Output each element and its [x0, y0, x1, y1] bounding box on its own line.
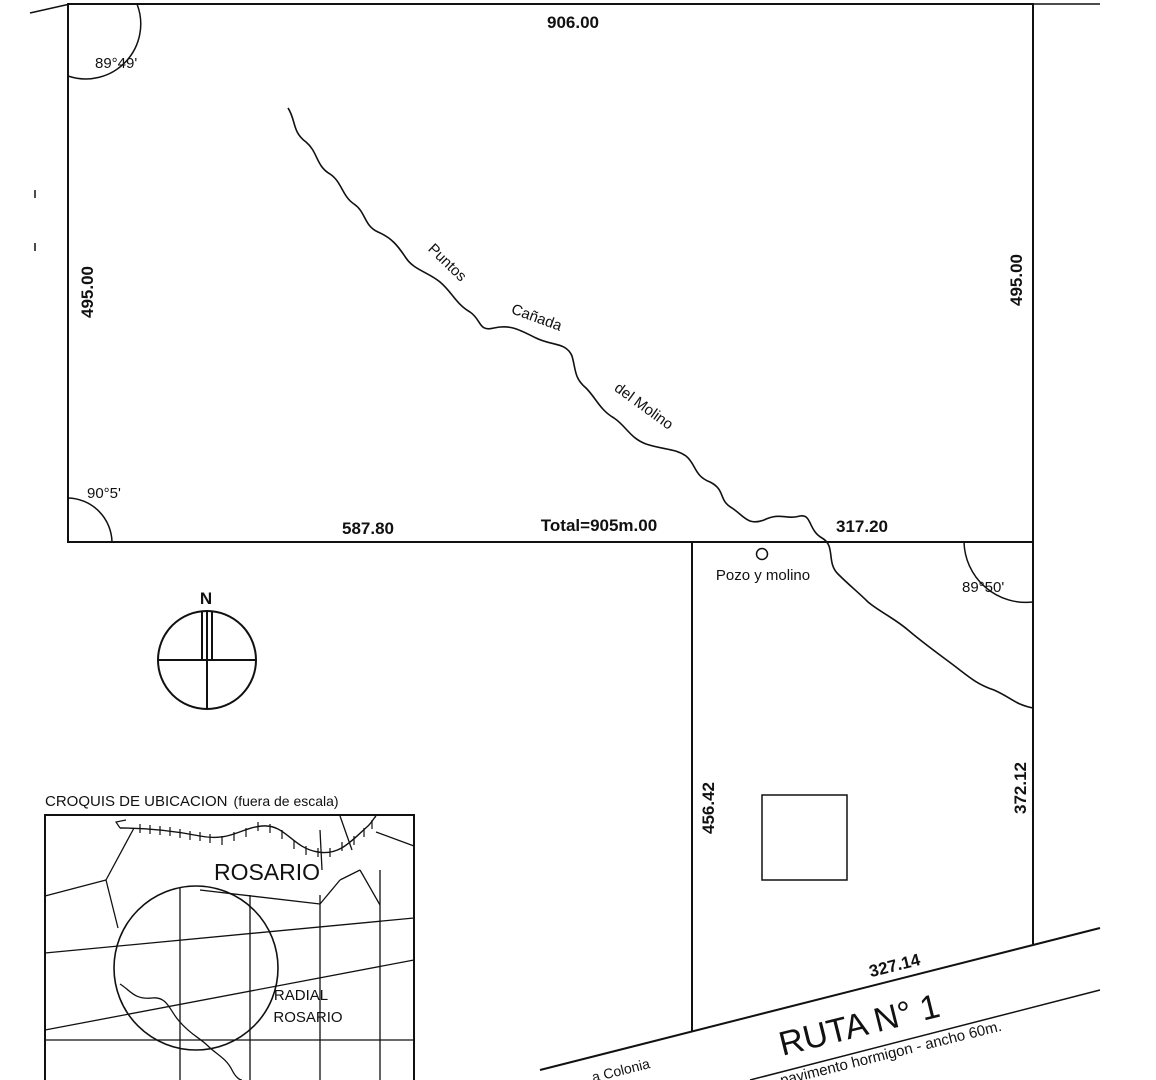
road-south-edge [749, 989, 1101, 1080]
inset-radial-line2: ROSARIO [273, 1009, 342, 1026]
dim-top-label: 906.00 [547, 13, 599, 32]
well-marker-icon [755, 547, 769, 561]
inset-radial-line1: RADIAL [274, 987, 328, 1004]
road-north-edge [539, 927, 1101, 1071]
parcel-boundary [67, 3, 1034, 543]
dim-total-label: Total=905m.00 [541, 516, 657, 535]
inset-subtitle: (fuera de escala) [234, 793, 339, 809]
dim-lot-left-label: 456.42 [699, 782, 718, 834]
stream-label-del-molino: del Molino [611, 379, 676, 433]
angle-arc-bottom-left [67, 497, 113, 543]
location-inset [44, 814, 415, 1080]
stream-canada-del-molino [287, 107, 1034, 709]
dim-lot-right-label: 372.12 [1011, 762, 1030, 814]
angle-top-left-label: 89°49' [95, 55, 137, 72]
angle-arc-top-left [67, 3, 142, 80]
angle-bottom-left-label: 90°5' [87, 485, 121, 502]
road-to-colonia-label: a Colonia [590, 1055, 651, 1080]
building-square [761, 794, 848, 881]
north-label: N [200, 589, 212, 608]
inset-title-main: CROQUIS DE UBICACION [45, 793, 228, 810]
inset-title: CROQUIS DE UBICACION (fuera de escala) [45, 793, 339, 810]
angle-lot-right-label: 89°50' [962, 579, 1004, 596]
dim-left-label: 495.00 [78, 266, 97, 318]
north-arrow-icon [157, 610, 257, 710]
dim-bottom-right-label: 317.20 [836, 517, 888, 536]
well-label: Pozo y molino [716, 567, 810, 584]
top-edge-line-left [29, 3, 71, 14]
stream-label-puntos: Puntos [424, 240, 469, 285]
dim-bottom-left-label: 587.80 [342, 519, 394, 538]
angle-arc-lot-right [963, 541, 1034, 604]
inset-city-label: ROSARIO [214, 859, 320, 885]
dim-right-label: 495.00 [1007, 254, 1026, 306]
dim-lot-bottom-label: 327.14 [867, 950, 923, 981]
